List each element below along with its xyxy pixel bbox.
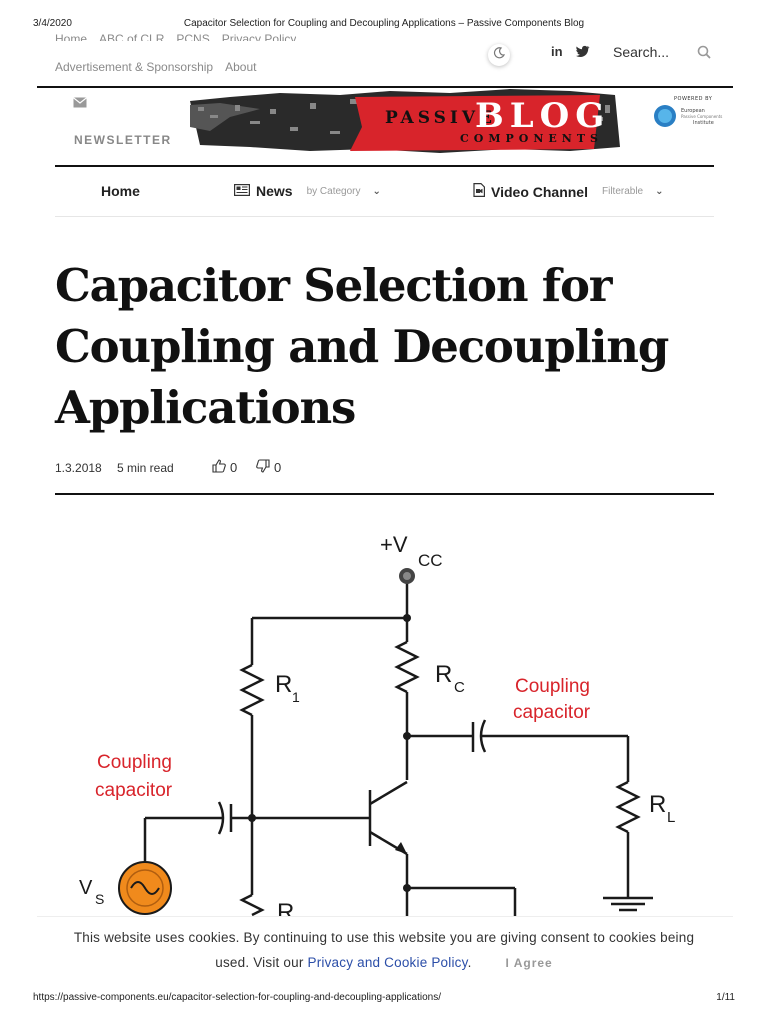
print-title: Capacitor Selection for Coupling and Dec…: [183, 18, 585, 29]
video-file-icon: [473, 183, 485, 200]
print-page-number: 1/11: [716, 992, 735, 1003]
night-mode-toggle[interactable]: [488, 44, 510, 66]
powered-line-3: Passive Components: [681, 114, 722, 119]
r1-label: R: [275, 671, 292, 698]
menu-video-sublabel: Filterable: [601, 186, 644, 197]
menu-divider: [55, 216, 714, 217]
print-date: 3/4/2020: [33, 18, 72, 29]
circuit-diagram-image: +V CC R 1 R C R L R V S Coupling capacit…: [55, 520, 735, 926]
top-nav-abc-of-clr[interactable]: ABC of CLR: [99, 32, 165, 41]
rc-label: R: [435, 661, 452, 688]
rl-subscript: L: [667, 809, 675, 826]
vcc-label: +V: [380, 532, 408, 557]
coupling-cap-right-label-1: Coupling: [515, 676, 590, 697]
agree-button[interactable]: I Agree: [505, 956, 553, 970]
chevron-down-icon: ⌄: [372, 185, 381, 197]
mail-icon[interactable]: [73, 95, 87, 113]
top-nav-privacy-policy[interactable]: Privacy Policy: [221, 32, 297, 41]
powered-by-logo[interactable]: POWERED BY European Passive Components I…: [648, 93, 728, 133]
banner-blog-text: BLOG: [475, 96, 610, 136]
top-nav-pcns[interactable]: PCNS: [176, 32, 210, 41]
newsletter-link[interactable]: NEWSLETTER: [74, 133, 172, 147]
thumbs-up-icon: [212, 459, 226, 476]
top-nav-home[interactable]: Home: [55, 32, 88, 41]
vcc-subscript: CC: [418, 551, 443, 570]
cookie-message-prefix: used. Visit our: [215, 955, 308, 970]
dislike-count: 0: [274, 460, 282, 475]
cookie-consent-bar: [37, 916, 733, 989]
menu-news-label: News: [256, 183, 293, 199]
menu-news[interactable]: News by Category ⌄: [234, 183, 381, 199]
chevron-down-icon: ⌄: [655, 186, 664, 197]
vs-label: V: [79, 877, 93, 899]
privacy-policy-link[interactable]: Privacy and Cookie Policy: [307, 955, 468, 970]
powered-line-2: European: [681, 108, 705, 114]
like-count: 0: [230, 460, 238, 475]
menu-news-sublabel: by Category: [306, 185, 361, 197]
menu-home[interactable]: Home: [101, 183, 140, 199]
twitter-icon[interactable]: [575, 44, 590, 62]
article-read-time: 5 min read: [117, 461, 174, 475]
moon-icon: [493, 46, 506, 64]
rc-subscript: C: [454, 679, 465, 696]
like-button[interactable]: 0: [212, 459, 237, 476]
coupling-cap-left-label-2: capacitor: [95, 780, 173, 801]
top-nav-row-2: Advertisement & Sponsorship About: [55, 60, 256, 74]
menu-video-channel[interactable]: Video Channel Filterable ⌄: [473, 183, 664, 200]
coupling-cap-right-label-2: capacitor: [513, 702, 591, 723]
header-rule-top: [37, 86, 733, 88]
site-logo-banner[interactable]: PASSIVE BLOG COMPONENTS: [190, 87, 620, 157]
vs-subscript: S: [95, 891, 104, 907]
header-rule-bottom: [55, 165, 714, 167]
r1-subscript: 1: [292, 689, 300, 705]
linkedin-icon[interactable]: in: [551, 44, 563, 59]
top-nav-row-1: Home ABC of CLR PCNS Privacy Policy: [55, 29, 296, 41]
dislike-button[interactable]: 0: [256, 459, 281, 476]
search-icon[interactable]: [697, 45, 711, 64]
article-date: 1.3.2018: [55, 461, 102, 475]
newspaper-icon: [234, 183, 251, 199]
search-input[interactable]: Search...: [613, 44, 670, 60]
top-nav-advertisement[interactable]: Advertisement & Sponsorship: [55, 60, 214, 74]
powered-line-4: Institute: [693, 120, 714, 126]
cookie-message-suffix: .: [467, 955, 472, 970]
article-divider: [55, 493, 714, 495]
coupling-cap-left-label-1: Coupling: [97, 752, 172, 773]
menu-video-label: Video Channel: [491, 183, 588, 200]
banner-components-text: COMPONENTS: [460, 132, 603, 145]
menu-home-label: Home: [101, 183, 140, 199]
banner-passive-text: PASSIVE: [385, 108, 496, 128]
cookie-message-line-2: used. Visit our Privacy and Cookie Polic…: [0, 955, 768, 970]
powered-by-text: POWERED BY: [674, 96, 713, 102]
top-nav-about[interactable]: About: [225, 60, 257, 74]
cookie-message-line-1: This website uses cookies. By continuing…: [73, 930, 695, 945]
print-url: https://passive-components.eu/capacitor-…: [33, 992, 442, 1003]
thumbs-down-icon: [256, 459, 270, 476]
rl-label: R: [649, 791, 666, 818]
article-title: Capacitor Selection for Coupling and Dec…: [55, 259, 669, 434]
